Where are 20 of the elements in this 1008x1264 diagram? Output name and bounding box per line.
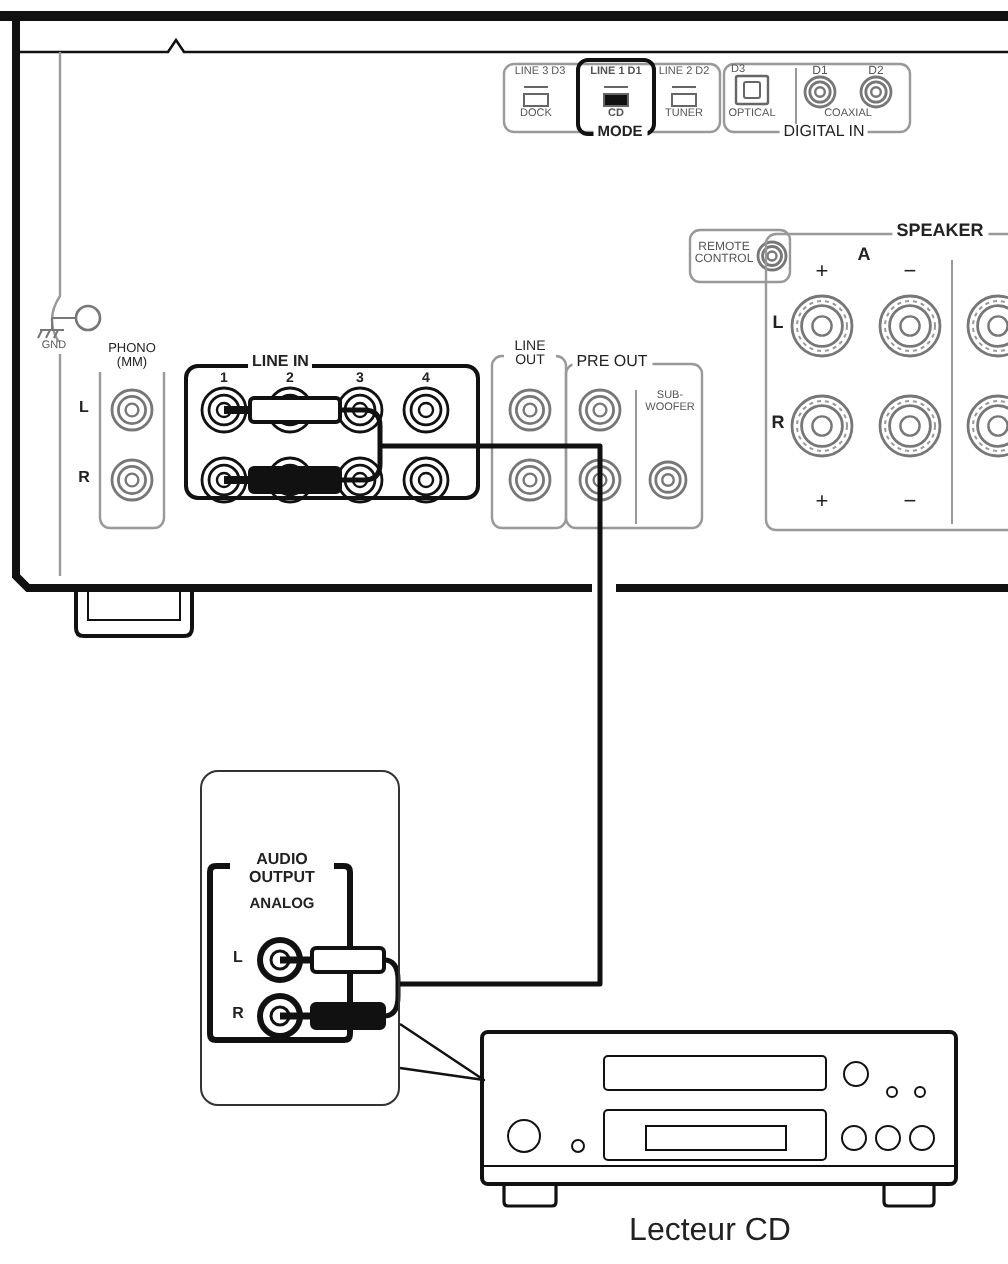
callout-panel: [200, 770, 400, 1106]
channel-label: L: [79, 400, 89, 417]
channel-label: R: [232, 1006, 244, 1023]
channel-label: R: [78, 470, 90, 487]
channel-label: A: [857, 246, 871, 265]
channel-label: L: [772, 314, 784, 333]
polarity-sign: −: [903, 262, 917, 286]
polarity-sign: +: [815, 262, 829, 286]
audio-cable: [400, 443, 603, 987]
connector-group-label: LINE IN: [248, 354, 313, 372]
device-caption: Lecteur CD: [629, 1216, 791, 1248]
channel-label: R: [771, 414, 785, 433]
cd-player-drawing: [480, 1030, 960, 1210]
section-label: PRE OUT: [572, 354, 652, 371]
section-label: DIGITAL IN: [779, 124, 869, 141]
polarity-sign: +: [815, 492, 829, 516]
section-label: SPEAKER: [892, 222, 988, 241]
output-heading: AUDIO OUTPUT: [230, 852, 334, 888]
channel-label: L: [233, 950, 243, 967]
polarity-sign: −: [903, 492, 917, 516]
